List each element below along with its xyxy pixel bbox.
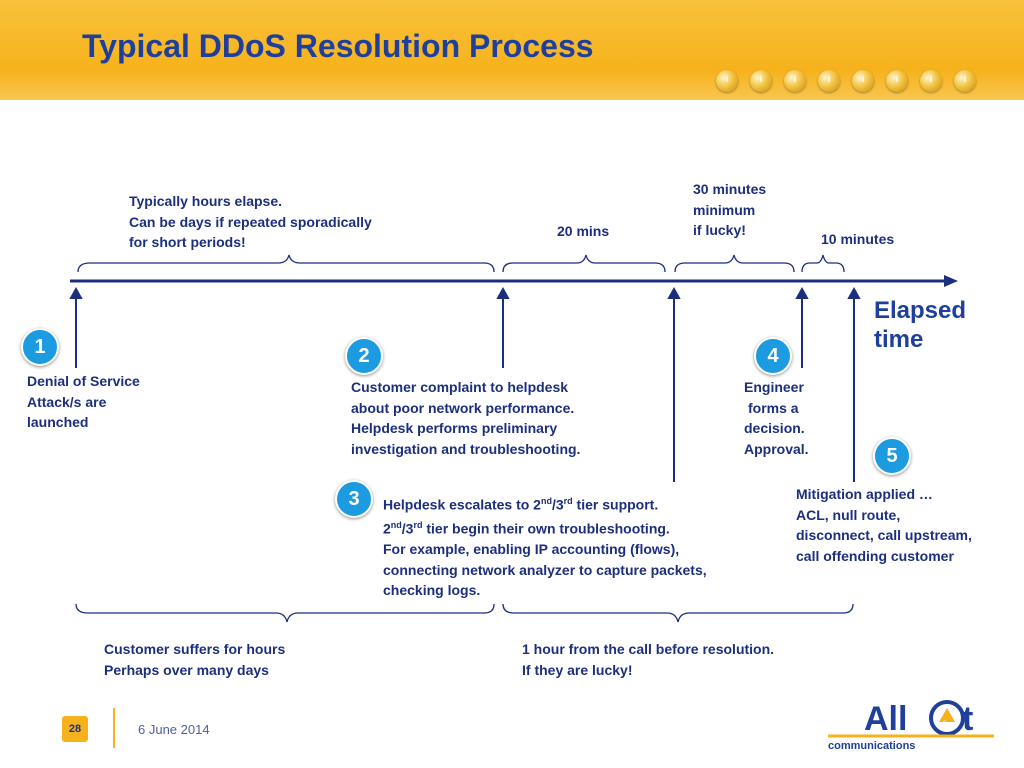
step-text-1: Denial of Service Attack/s are launched	[27, 373, 140, 430]
dot-icon: i	[750, 70, 772, 92]
brace-top-2	[502, 254, 666, 273]
step-badge-2: 2	[345, 337, 383, 375]
dot-icon: i	[954, 70, 976, 92]
allot-logo: All o t communications	[828, 700, 994, 752]
svg-text:t: t	[962, 700, 973, 738]
arrowhead-icon	[667, 286, 681, 299]
brace-bottom-2	[502, 603, 854, 623]
step-text-4: Engineer forms a decision. Approval.	[744, 379, 809, 457]
brace-label-10-minutes: 10 minutes	[821, 231, 895, 247]
brace-top-4	[801, 254, 845, 273]
brace-top-3	[674, 254, 795, 273]
svg-text:o: o	[943, 720, 947, 726]
dot-icon: i	[784, 70, 806, 92]
step-badge-3: 3	[335, 480, 373, 518]
step-badge-4: 4	[754, 337, 792, 375]
brace-label-hours-elapse: Typically hours elapse. Can be days if r…	[129, 193, 372, 250]
step-badge-1: 1	[21, 328, 59, 366]
svg-text:All: All	[864, 700, 907, 738]
axis-arrowhead-icon	[944, 275, 958, 287]
brace-label-30-minutes: 30 minutes minimum if lucky!	[693, 181, 767, 238]
svg-text:communications: communications	[828, 740, 915, 752]
dot-icon: i	[818, 70, 840, 92]
brace-label-one-hour: 1 hour from the call before resolution. …	[522, 641, 775, 678]
arrowhead-icon	[69, 286, 83, 299]
arrowhead-icon	[496, 286, 510, 299]
slide-number: 28	[62, 716, 88, 742]
brace-label-20-mins: 20 mins	[557, 223, 610, 239]
dot-icon: i	[920, 70, 942, 92]
dot-icon: i	[886, 70, 908, 92]
dot-icon: i	[716, 70, 738, 92]
step-text-3: Helpdesk escalates to 2nd/3rd tier suppo…	[383, 496, 707, 599]
dot-icon: i	[852, 70, 874, 92]
brace-top-1	[77, 254, 495, 273]
brace-label-customer-suffers: Customer suffers for hours Perhaps over …	[104, 641, 286, 678]
arrowhead-icon	[795, 286, 809, 299]
step-badge-5: 5	[873, 437, 911, 475]
page-title: Typical DDoS Resolution Process	[82, 28, 594, 64]
brace-bottom-1	[75, 603, 495, 623]
step-text-5: Mitigation applied … ACL, null route, di…	[796, 486, 972, 564]
axis-label: Elapsed time	[874, 297, 967, 353]
slide-date: 6 June 2014	[138, 722, 210, 737]
arrowhead-icon	[847, 286, 861, 299]
footer-divider	[113, 708, 115, 748]
step-text-2: Customer complaint to helpdesk about poo…	[351, 379, 581, 457]
